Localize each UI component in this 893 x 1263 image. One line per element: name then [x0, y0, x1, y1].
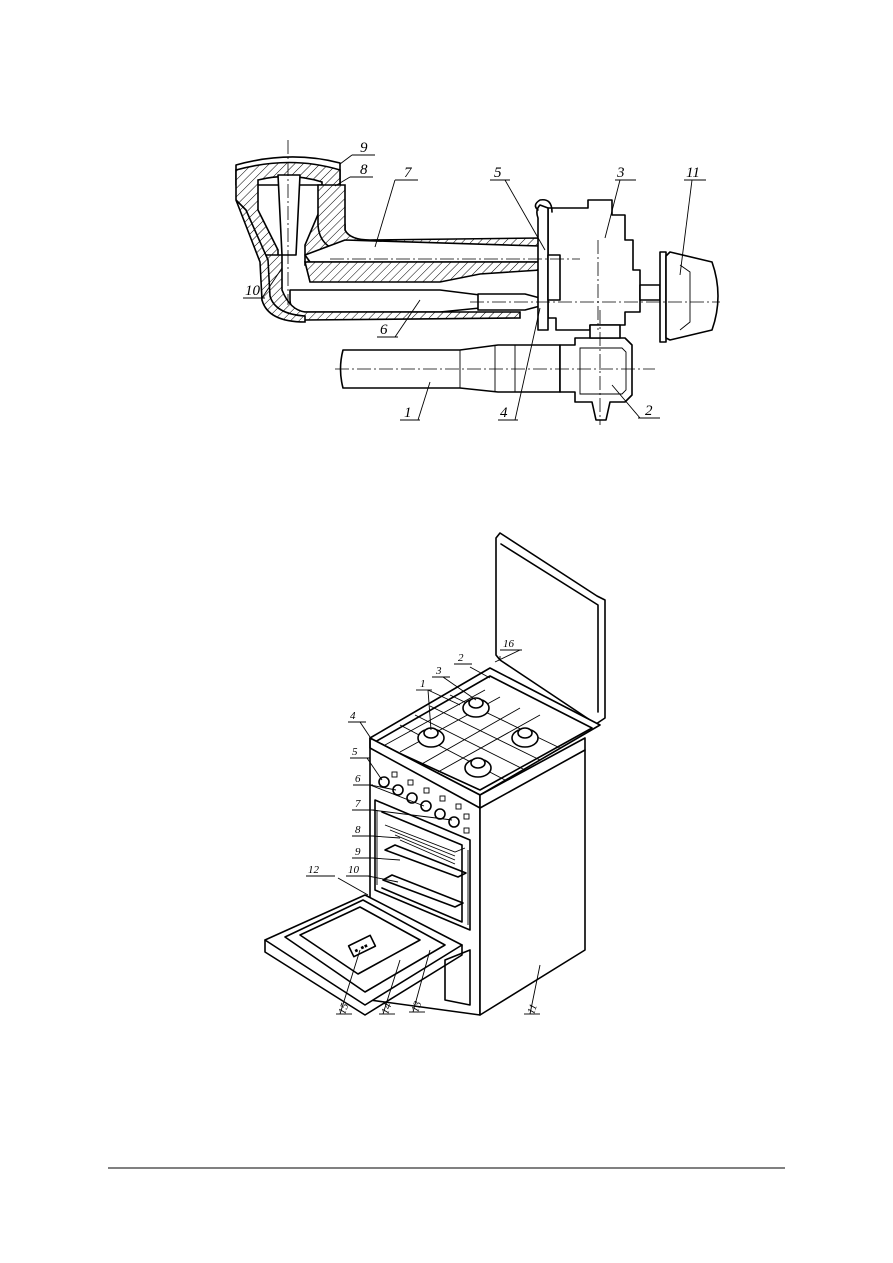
oven-door-inner-rim: [284, 899, 446, 993]
stove-label-15: 15: [336, 1001, 351, 1016]
label-1: 1: [404, 405, 412, 421]
valve-flange: [536, 204, 549, 331]
label-9: 9: [360, 140, 368, 156]
oven-rack-upper: [384, 824, 466, 865]
gas-pipe-coupling: [459, 345, 516, 392]
stove-lid: [495, 532, 606, 725]
gas-pipe: [339, 344, 561, 393]
stove-label-1: 1: [420, 678, 426, 690]
label-6: 6: [380, 322, 388, 338]
label-8: 8: [360, 162, 368, 178]
valve-inner-block: [547, 254, 561, 301]
stove-side-panel: [479, 737, 586, 1016]
top-labels: 9 8 7 5 3 11 10 6 1 4 2: [243, 140, 706, 421]
oven-side-rails: [376, 810, 469, 925]
pipe-clamp: [559, 337, 633, 421]
pipe-clamp-inner: [579, 347, 627, 395]
valve-hook: [534, 198, 553, 213]
stove-label-7: 7: [355, 798, 361, 810]
stove-label-16: 16: [503, 638, 515, 650]
oven-inner-back: [381, 811, 463, 923]
oven-tray: [382, 874, 464, 908]
stove-label-8: 8: [355, 824, 361, 836]
gas-stove-diagram: ▪ ▪▪ 16 2 3 1 4 5 6 7 8 9: [264, 532, 606, 1016]
burner-back-left-cap: [468, 697, 484, 709]
oven-door-glass: [299, 906, 421, 975]
label-11: 11: [686, 165, 700, 181]
oven-door-label-plate: [347, 934, 377, 958]
stove-label-4: 4: [350, 710, 356, 722]
label-7: 7: [404, 165, 413, 181]
cooktop-grate-lines: [384, 689, 561, 781]
burner-section-diagram: 9 8 7 5 3 11 10 6 1 4 2: [235, 140, 720, 425]
control-knob-5: [434, 808, 446, 820]
burner-center-cone: [277, 174, 301, 256]
label-4: 4: [500, 405, 508, 421]
stove-label-5: 5: [352, 746, 358, 758]
stove-label-10: 10: [348, 864, 360, 876]
outer-wall-left: [235, 199, 306, 323]
stove-label-12: 12: [308, 864, 320, 876]
stove-label-2: 2: [458, 652, 464, 664]
stove-label-9: 9: [355, 846, 361, 858]
oven-opening: [374, 799, 471, 931]
knob-handle: [665, 251, 719, 341]
oven-door-frame: [264, 939, 463, 1016]
burner-back-right-cap: [517, 727, 533, 739]
valve-body: [547, 199, 641, 331]
label-2: 2: [645, 403, 653, 419]
stove-label-13: 13: [409, 999, 424, 1014]
stove-label-3: 3: [435, 665, 442, 677]
bottom-labels: 16 2 3 1 4 5 6 7 8 9 10 12: [306, 638, 541, 1016]
label-5: 5: [494, 165, 502, 181]
cooktop-rim: [374, 675, 593, 791]
knob-detail: [679, 264, 691, 331]
oven-rack-shelf: [384, 844, 467, 878]
label-10: 10: [245, 283, 261, 299]
burner-front-right-cap: [470, 757, 486, 769]
stove-label-6: 6: [355, 773, 361, 785]
valve-neck: [589, 324, 621, 339]
control-knob-6: [448, 816, 460, 828]
stove-label-14: 14: [379, 1001, 394, 1016]
mixer-tube-mid: [303, 261, 541, 283]
valve-stem: [639, 284, 661, 301]
oven-door-plate-text: ▪ ▪▪: [352, 940, 370, 957]
control-knob-4: [420, 800, 432, 812]
control-knob-2: [392, 784, 404, 796]
panel-plate: [659, 251, 667, 343]
label-3: 3: [616, 165, 625, 181]
stove-top-edge: [369, 737, 586, 809]
stove-label-11: 11: [525, 1002, 540, 1016]
stove-lid-inner: [500, 543, 599, 713]
